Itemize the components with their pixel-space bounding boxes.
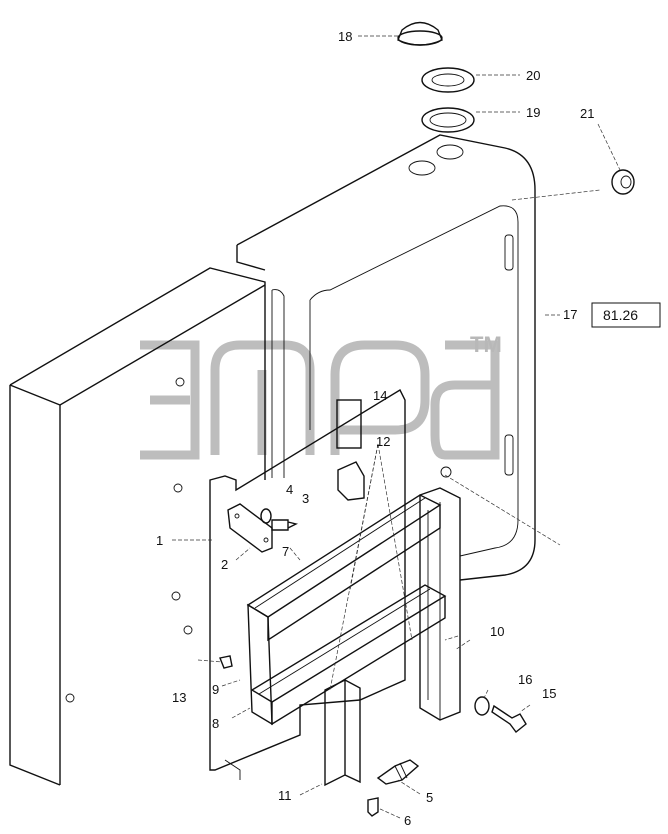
callout-19: 19 (526, 105, 540, 120)
part-5-clip (376, 759, 420, 785)
callout-13: 13 (172, 690, 186, 705)
part-3-screw (271, 519, 299, 531)
watermark-logo: TM (140, 332, 502, 460)
callout-18: 18 (338, 29, 352, 44)
part-10-vertical-duct (419, 487, 461, 721)
callout-15: 15 (542, 686, 556, 701)
watermark-tm: TM (470, 332, 502, 357)
callout-6: 6 (404, 813, 411, 828)
callout-1: 1 (156, 533, 163, 548)
leader-lines (172, 35, 621, 819)
callout-16: 16 (518, 672, 532, 687)
part-6-screw (367, 797, 379, 817)
callout-20: 20 (526, 68, 540, 83)
part-9-left-duct (247, 603, 273, 726)
callout-7: 7 (282, 544, 289, 559)
callout-17: 17 (563, 307, 577, 322)
callout-10: 10 (490, 624, 504, 639)
callout-3: 3 (302, 491, 309, 506)
part-15-bolt (491, 704, 527, 733)
part-1-mounting-plate (171, 377, 406, 780)
part-4-washer (260, 508, 272, 524)
callout-5: 5 (426, 790, 433, 805)
callout-9: 9 (212, 682, 219, 697)
callout-14: 14 (373, 388, 387, 403)
reference-box-label: 81.26 (603, 307, 638, 323)
callout-2: 2 (221, 557, 228, 572)
callout-11: 11 (278, 788, 292, 803)
part-8-lower-duct (250, 584, 447, 726)
callout-21: 21 (580, 106, 594, 121)
callout-8: 8 (212, 716, 219, 731)
part-19-gasket (421, 107, 475, 133)
part-21-grommet (611, 169, 635, 195)
cabinet-housing (9, 267, 285, 786)
callout-4: 4 (286, 482, 293, 497)
part-12-clip (337, 461, 452, 501)
part-2-bracket (227, 503, 273, 553)
part-18-plug (397, 21, 443, 46)
part-20-nut (421, 67, 475, 93)
part-13-screw (219, 655, 233, 669)
part-11-bottom-duct (324, 678, 361, 787)
callout-12: 12 (376, 434, 390, 449)
reference-box: 81.26 (591, 302, 661, 328)
part-17-rear-housing (236, 134, 536, 581)
part-16-washer (474, 696, 490, 716)
callout-labels: 18 20 19 21 17 14 12 4 3 1 7 2 10 13 9 8… (156, 29, 594, 828)
